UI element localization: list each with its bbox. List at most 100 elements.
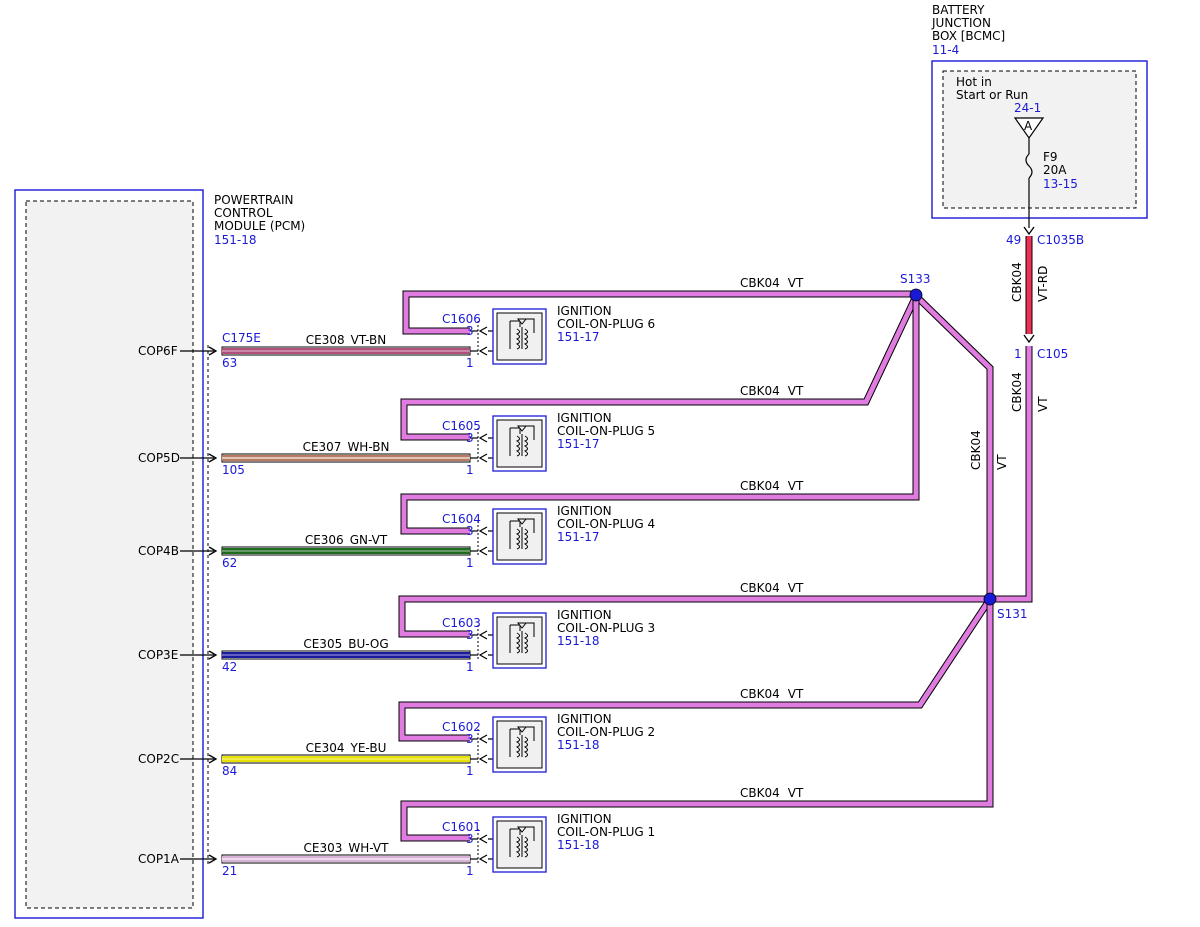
channel-6-coil-pin-top: 3 — [466, 832, 474, 846]
channel-1-pcm-pin-number: 63 — [222, 356, 237, 370]
splice-s131-label: S131 — [997, 607, 1028, 621]
channel-6-pin1-arrow — [478, 854, 488, 864]
channel-1-coil-output-lead — [526, 318, 535, 333]
channel-5-coil-winding-secondary — [523, 736, 528, 758]
channel-6-feed-wire — [401, 599, 993, 841]
channel-5-coil-output-lead — [526, 726, 535, 741]
bjb-inner — [942, 70, 1137, 209]
splice-trunk-color: VT — [995, 454, 1009, 470]
channel-5-pcm-pin-name: COP2C — [138, 752, 179, 766]
channel-2-pcm-arrow — [208, 453, 218, 463]
pcm-ref: 151-18 — [214, 233, 257, 247]
feed-lower-wire — [990, 346, 1032, 602]
channel-5-coil-name-line-1: IGNITION — [557, 712, 612, 726]
channel-2-pcm-pin-name: COP5D — [138, 451, 180, 465]
c1035b-name: C1035B — [1037, 233, 1084, 247]
pcm-name-line-3: MODULE (PCM) — [214, 219, 305, 233]
channel-5-pin3-arrow — [478, 734, 488, 744]
channel-5-pcm-pin-number: 84 — [222, 764, 237, 778]
channel-2-wire-color: WH-BN — [347, 440, 389, 454]
channel-2-coil-winding-secondary — [523, 435, 528, 457]
pcm-connector-name: C175E — [222, 331, 261, 345]
channel-1-feed-wire — [403, 291, 916, 334]
channel-4-feed-wire — [399, 596, 990, 637]
channel-5-pcm-arrow — [208, 754, 218, 764]
feed-lower-color: VT — [1036, 396, 1050, 412]
pcm-name-line-2: CONTROL — [214, 206, 273, 220]
channel-3-pin3-arrow — [478, 526, 488, 536]
fuse-name: F9 — [1043, 150, 1058, 164]
channel-6-coil-name-line-1: IGNITION — [557, 812, 612, 826]
channel-2-coil-pin-bottom: 1 — [466, 463, 474, 477]
channel-4-coil-name-line-2: COIL-ON-PLUG 3 — [557, 621, 655, 635]
channel-6-circuit-id: CE303 — [304, 841, 343, 855]
c105-pin: 1 — [1014, 347, 1022, 361]
feed-upper-circuit: CBK04 — [1010, 262, 1024, 302]
channel-5-coil-diode — [516, 726, 528, 733]
channel-1-feed-wire-outline — [402, 290, 916, 335]
channel-6-coil-name-line-2: COIL-ON-PLUG 1 — [557, 825, 655, 839]
channel-6-feed-color: VT — [788, 786, 804, 800]
fuse-ref: 13-15 — [1043, 177, 1078, 191]
channel-6-pcm-pin-number: 21 — [222, 864, 237, 878]
splice-trunk-wire — [914, 294, 993, 599]
channel-3-coil-pin-bottom: 1 — [466, 556, 474, 570]
channel-3-coil-winding-primary — [515, 528, 520, 550]
channel-6-pin3-arrow — [478, 834, 488, 844]
channel-3-wire-color: GN-VT — [350, 533, 388, 547]
channel-2-pin1-arrow — [478, 453, 488, 463]
channel-4-coil-output-lead — [526, 622, 535, 637]
channel-5-wire-color: YE-BU — [350, 741, 387, 755]
channel-5-coil-winding-primary — [515, 736, 520, 758]
channel-4-pcm-pin-name: COP3E — [138, 648, 178, 662]
channel-2-coil-name-line-2: COIL-ON-PLUG 5 — [557, 424, 655, 438]
bjb-hot-line-1: Hot in — [956, 75, 992, 89]
channel-1-feed-circuit: CBK04 — [740, 276, 780, 290]
c1035b-pin: 49 — [1006, 233, 1021, 247]
c105-name: C105 — [1037, 347, 1068, 361]
channel-3-circuit-id: CE306 — [305, 533, 344, 547]
pcm-module-inner — [25, 200, 194, 909]
channel-1-pin3-arrow — [478, 326, 488, 336]
channel-1-coil-diode — [516, 318, 528, 325]
channel-2-coil-connector: C1605 — [442, 419, 481, 433]
channel-1-coil-pin-bottom: 1 — [466, 356, 474, 370]
channel-4-coil-name-line-1: IGNITION — [557, 608, 612, 622]
splice-trunk-circuit: CBK04 — [969, 430, 983, 470]
channel-3-coil-output-lead — [526, 518, 535, 533]
channel-2-coil-ref: 151-17 — [557, 437, 600, 451]
bjb-bus-triangle — [1013, 117, 1045, 140]
channel-2-feed-circuit: CBK04 — [740, 384, 780, 398]
channel-2-coil-pin-top: 3 — [466, 431, 474, 445]
bjb-name-line-1: BATTERY — [932, 3, 985, 17]
channel-1-circuit-id: CE308 — [306, 333, 345, 347]
fuse-icon — [1025, 153, 1033, 179]
channel-4-circuit-id: CE305 — [303, 637, 342, 651]
pcm-name-line-1: POWERTRAIN — [214, 193, 294, 207]
channel-6-coil-ref: 151-18 — [557, 838, 600, 852]
channel-3-feed-circuit: CBK04 — [740, 479, 780, 493]
channel-4-wire-color: BU-OG — [348, 637, 388, 651]
channel-5-circuit-label: CE304 YE-BU — [306, 741, 387, 755]
splice-s133-dot — [909, 288, 923, 302]
bjb-name-line-3: BOX [BCMC] — [932, 29, 1005, 43]
bjb-bus-ref: 24-1 — [1014, 101, 1041, 115]
channel-4-feed-wire-outline — [398, 595, 990, 638]
channel-1-coil-pin-top: 3 — [466, 324, 474, 338]
channel-4-coil-winding-secondary — [523, 632, 528, 654]
channel-3-pcm-pin-name: COP4B — [138, 544, 179, 558]
feed-lower-circuit: CBK04 — [1010, 372, 1024, 412]
bjb-ref: 11-4 — [932, 43, 959, 57]
channel-5-feed-wire-outline — [398, 597, 993, 742]
wires-layer — [221, 236, 1033, 864]
channel-6-pcm-pin-name: COP1A — [138, 852, 180, 866]
channel-5-circuit-id: CE304 — [306, 741, 345, 755]
channel-3-coil-name-line-2: COIL-ON-PLUG 4 — [557, 517, 655, 531]
channel-2-feed-wire — [401, 294, 919, 440]
